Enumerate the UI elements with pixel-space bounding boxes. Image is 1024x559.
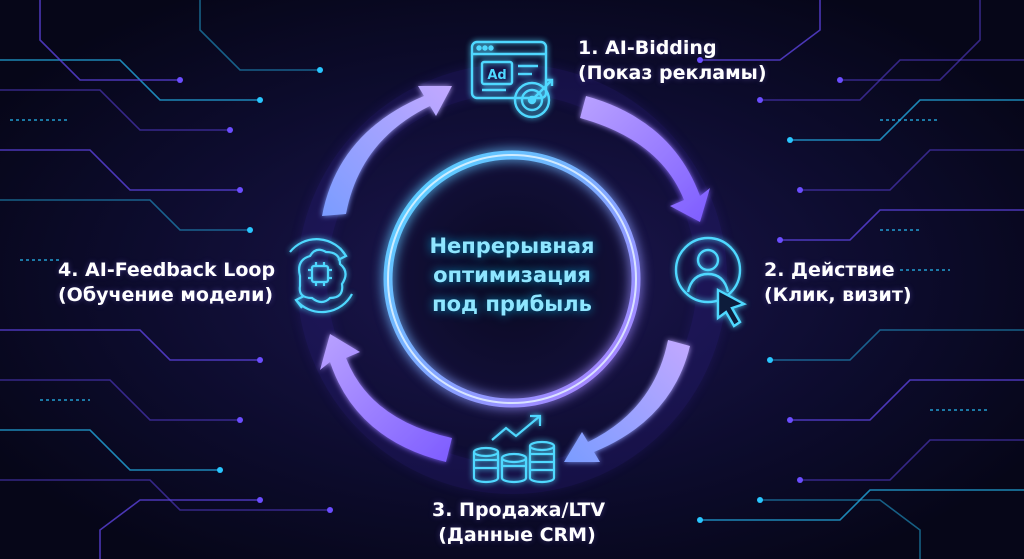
center-title-line-3: под прибыль [432,292,592,316]
circuit-node [227,127,233,133]
coins-growth-icon [472,414,556,484]
step-2-label: 2. Действие (Клик, визит) [764,258,912,308]
user-click-icon [674,236,748,328]
circuit-node [757,497,763,503]
circuit-trace [700,489,1024,521]
circuit-node [697,517,703,523]
circuit-trace [39,0,180,81]
step-3-subtitle: (Данные CRM) [438,524,596,546]
circuit-trace [0,479,330,511]
circuit-trace [0,89,230,131]
step-1-subtitle: (Показ рекламы) [578,62,767,84]
step-2-subtitle: (Клик, визит) [764,284,912,306]
center-title-line-1: Непрерывная [429,234,595,258]
circuit-trace [780,209,1024,241]
circuit-node [797,477,803,483]
circuit-trace [840,0,981,81]
circuit-node [237,417,243,423]
circuit-node [327,507,333,513]
circuit-trace [199,0,320,71]
ad-target-icon [470,40,554,119]
center-title-line-2: оптимизация [433,263,591,287]
circuit-node [257,497,263,503]
center-title: Непрерывная оптимизация под прибыль [392,232,632,319]
circuit-trace [700,0,821,61]
circuit-trace [770,329,1024,361]
circuit-node [317,67,323,73]
circuit-node [777,237,783,243]
circuit-node [697,57,703,63]
circuit-trace [760,499,921,559]
circuit-trace [800,149,1024,191]
arrow-bidding-to-action [580,96,710,222]
step-3-title: 3. Продажа/LTV [432,499,606,521]
center-disc [388,155,636,403]
arrow-feedback-to-bidding [322,86,452,216]
step-4-subtitle: (Обучение модели) [58,284,274,306]
brain-chip-icon [289,238,353,314]
step-4-title: 4. AI-Feedback Loop [58,259,276,281]
circuit-trace [760,59,1024,101]
step-2-title: 2. Действие [764,259,895,281]
circuit-trace [99,499,260,559]
circuit-node [837,77,843,83]
arrow-sale-to-feedback [320,334,452,462]
ad-icon-text: Ad [487,68,506,83]
circuit-trace [0,429,220,471]
circuit-trace [0,329,260,361]
circuit-trace [790,379,1024,421]
circuit-node [757,97,763,103]
step-4-label: 4. AI-Feedback Loop (Обучение модели) [58,258,276,308]
circuit-trace [800,439,1024,481]
circuit-node [247,227,253,233]
circuit-trace [0,379,240,421]
step-1-title: 1. AI-Bidding [578,37,717,59]
circuit-node [787,417,793,423]
step-3-label: 3. Продажа/LTV (Данные CRM) [432,498,606,548]
circuit-trace [0,199,250,231]
circuit-node [257,97,263,103]
circuit-node [177,77,183,83]
circuit-node [237,187,243,193]
circuit-node [257,357,263,363]
arrow-action-to-sale [564,340,690,462]
circuit-node [787,137,793,143]
circuit-trace [0,149,240,191]
circuit-node [217,467,223,473]
step-1-label: 1. AI-Bidding (Показ рекламы) [578,36,767,86]
circuit-node [797,187,803,193]
circuit-node [767,357,773,363]
